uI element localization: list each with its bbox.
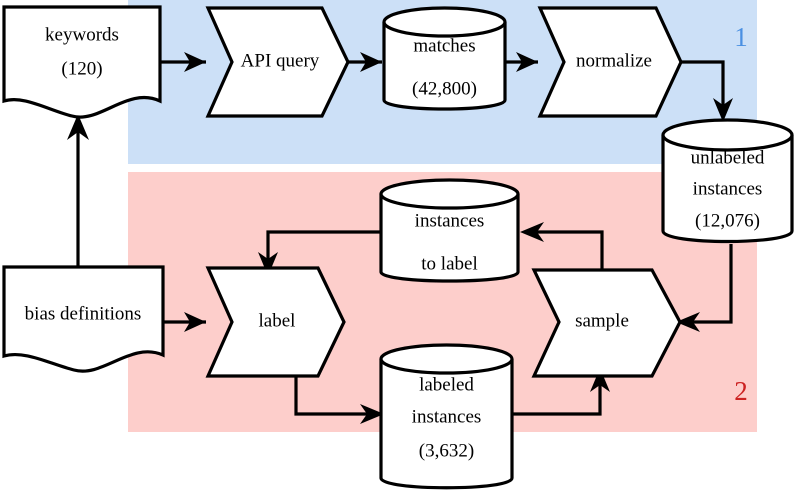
node-matches-line1: matches xyxy=(413,35,475,56)
edge-instances-to-label-to-label xyxy=(258,230,382,276)
node-bias-definitions-label: bias definitions xyxy=(25,303,142,324)
edge-keywords-to-api-query xyxy=(160,52,206,72)
node-labeled-line1: labeled xyxy=(419,374,474,395)
node-label-label: label xyxy=(259,310,296,331)
node-keywords[interactable]: keywords (120) xyxy=(2,5,162,119)
edge-normalize-to-unlabeled xyxy=(681,60,733,122)
node-unlabeled-line1: unlabeled xyxy=(691,147,765,168)
node-to-label-line1: instances xyxy=(415,210,485,231)
node-keywords-line2: (120) xyxy=(61,58,102,79)
node-api-query-label: API query xyxy=(241,50,320,71)
node-matches[interactable]: matches (42,800) xyxy=(382,6,507,111)
node-matches-line2: (42,800) xyxy=(412,78,477,99)
node-labeled-instances[interactable]: labeled instances (3,632) xyxy=(379,343,514,490)
node-normalize[interactable]: normalize xyxy=(537,6,683,118)
node-unlabeled-line2: instances xyxy=(693,178,763,199)
edge-labeled-to-sample xyxy=(512,368,610,416)
region-2-label: 2 xyxy=(734,376,748,406)
node-keywords-line1: keywords xyxy=(45,24,119,45)
edge-bias-definitions-to-label xyxy=(163,312,206,332)
node-labeled-line3: (3,632) xyxy=(419,440,474,461)
edge-unlabeled-to-sample xyxy=(676,244,733,332)
node-normalize-label: normalize xyxy=(576,50,652,71)
region-1-label: 1 xyxy=(734,22,748,52)
node-labeled-line2: instances xyxy=(412,406,482,427)
node-sample-label: sample xyxy=(575,310,629,331)
edge-matches-to-normalize xyxy=(505,52,538,72)
node-sample[interactable]: sample xyxy=(531,268,682,378)
node-label[interactable]: label xyxy=(205,266,346,378)
edge-bias-definitions-to-keywords xyxy=(67,114,89,276)
node-unlabeled-instances[interactable]: unlabeled instances (12,076) xyxy=(661,118,794,244)
node-to-label-line2: to label xyxy=(421,253,477,274)
node-bias-definitions[interactable]: bias definitions xyxy=(2,265,165,373)
node-unlabeled-line3: (12,076) xyxy=(695,210,760,231)
edge-label-to-labeled xyxy=(294,368,384,424)
node-instances-to-label[interactable]: instances to label xyxy=(379,178,520,283)
node-api-query[interactable]: API query xyxy=(205,6,350,118)
edge-sample-to-instances-to-label xyxy=(520,222,604,276)
